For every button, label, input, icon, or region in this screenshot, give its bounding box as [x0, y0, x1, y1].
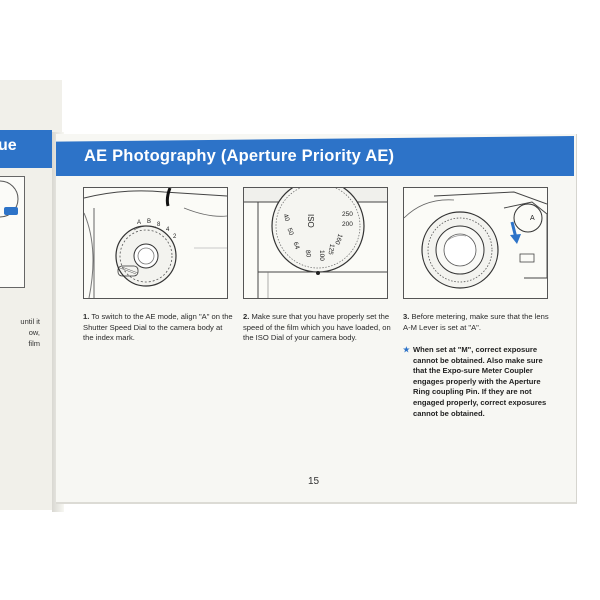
step-text: Before metering, make sure that the lens… [403, 312, 549, 332]
lens-lever-drawing: A [404, 191, 547, 289]
lens-lever-illustration: A [403, 187, 548, 299]
left-page-banner: ue [0, 130, 52, 168]
lever-mark-a: A [530, 215, 535, 222]
dial-mark-a: A [137, 220, 141, 226]
caution-note-text: When set at "M", correct exposure cannot… [413, 345, 547, 418]
iso-mark: 40 [282, 213, 291, 223]
iso-mark: 125 [326, 243, 335, 255]
iso-mark: 250 [342, 211, 353, 218]
left-banner-text: ue [0, 137, 17, 154]
step-1-caption: 1. To switch to the AE mode, align "A" o… [83, 312, 233, 344]
iso-dial-drawing: ISO 40 50 64 80 100 125 160 200 250 [244, 188, 387, 298]
left-text-line: until it [20, 317, 40, 326]
step-text: To switch to the AE mode, align "A" on t… [83, 312, 233, 343]
left-illustration-svg [0, 180, 19, 218]
step-2-caption: 2. Make sure that you have properly set … [243, 312, 393, 344]
left-text-line: ow, [28, 328, 40, 337]
dial-mark: 8 [157, 222, 161, 228]
dial-mark: 2 [173, 234, 177, 240]
left-page-text: until it ow, film [0, 316, 40, 349]
caution-note: ★ When set at "M", correct exposure cann… [403, 345, 551, 419]
iso-label: ISO [306, 214, 315, 228]
star-icon: ★ [403, 345, 410, 354]
page-title: AE Photography (Aperture Priority AE) [84, 147, 395, 165]
step-text: Make sure that you have properly set the… [243, 312, 391, 343]
iso-mark: 80 [304, 250, 312, 259]
header-banner [56, 136, 574, 176]
left-text-line: film [28, 339, 40, 348]
iso-dial-illustration: ISO 40 50 64 80 100 125 160 200 250 [243, 187, 388, 299]
left-page-illustration [0, 176, 25, 288]
iso-mark: 64 [292, 241, 301, 251]
dial-mark: 4 [166, 227, 170, 233]
step-number: 1. [83, 312, 90, 321]
iso-mark: 100 [318, 250, 325, 261]
page-number: 15 [308, 476, 320, 487]
iso-mark: 200 [342, 221, 353, 228]
step-3-caption: 3. Before metering, make sure that the l… [403, 312, 553, 333]
iso-mark: 50 [286, 227, 295, 237]
shutter-dial-drawing: A B 8 4 2 [84, 188, 227, 298]
iso-mark: 160 [333, 233, 343, 246]
dial-mark: B [147, 219, 151, 225]
shutter-dial-illustration: A B 8 4 2 [83, 187, 228, 299]
step-number: 2. [243, 312, 250, 321]
step-number: 3. [403, 312, 410, 321]
